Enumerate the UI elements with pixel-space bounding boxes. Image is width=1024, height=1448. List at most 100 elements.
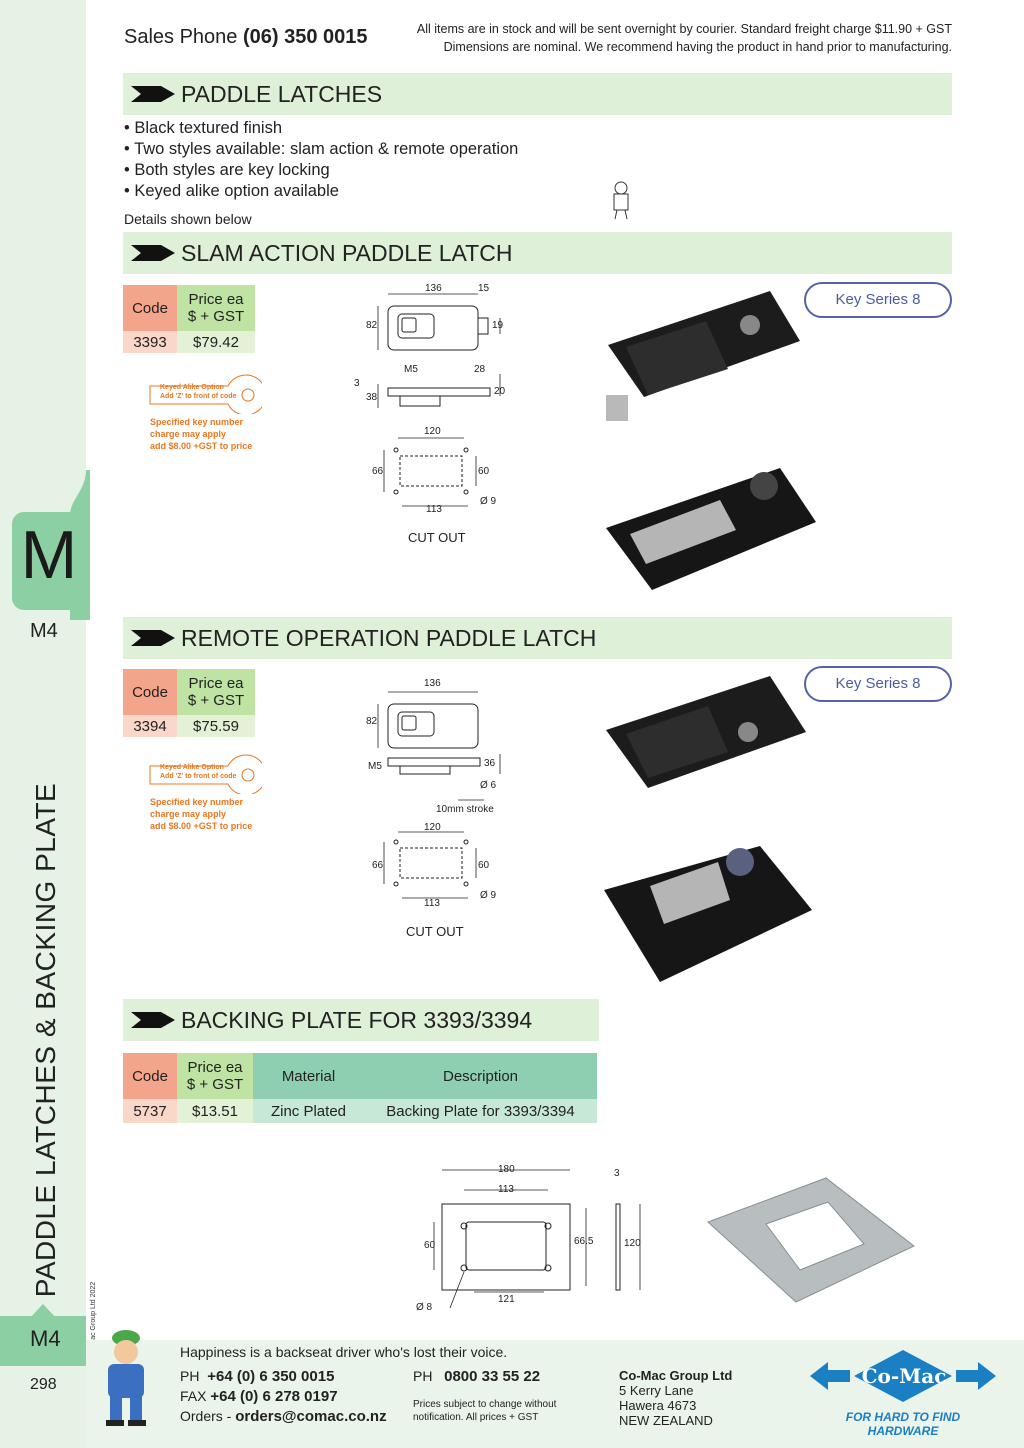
product-code: 3393	[123, 331, 177, 353]
dim-label: 82	[366, 320, 378, 331]
address: Co-Mac Group Ltd 5 Kerry Lane Hawera 467…	[619, 1368, 733, 1428]
notice-line-1: All items are in stock and will be sent …	[416, 22, 952, 36]
key-series-button[interactable]: Key Series 8	[804, 282, 952, 318]
dim-label: 66	[372, 860, 384, 871]
section-code: M4	[30, 620, 58, 642]
arrow-icon	[131, 630, 175, 646]
price-header: Price ea$ + GST	[177, 1053, 253, 1099]
dim-label: 20	[494, 386, 506, 397]
dim-label: 120	[424, 822, 441, 833]
key-icon	[149, 754, 262, 794]
dim-label: 60	[478, 466, 490, 477]
section-code-bottom: M4	[30, 1326, 61, 1351]
product-price: $13.51	[177, 1099, 253, 1123]
section-title: REMOTE OPERATION PADDLE LATCH	[181, 625, 597, 651]
sales-phone: Sales Phone (06) 350 0015	[124, 26, 368, 49]
dim-label: 3	[354, 378, 360, 389]
shipping-notice: All items are in stock and will be sent …	[380, 20, 952, 56]
logo-text: Co-Mac	[861, 1364, 947, 1388]
section-letter: M	[20, 517, 78, 593]
product-price: $79.42	[177, 331, 255, 353]
mascot-icon	[106, 1330, 146, 1426]
product-price: $75.59	[177, 715, 255, 737]
list-item: • Two styles available: slam action & re…	[124, 140, 519, 158]
orders-email[interactable]: orders@comac.co.nz	[235, 1408, 387, 1425]
details-note: Details shown below	[124, 211, 252, 227]
code-header: Code	[123, 285, 177, 331]
dim-label: M5	[404, 364, 418, 375]
dim-label: M5	[368, 761, 382, 772]
key-series-button[interactable]: Key Series 8	[804, 666, 952, 702]
description-header: Description	[364, 1053, 597, 1099]
backing-price-table: Code Price ea$ + GST Material Descriptio…	[123, 1053, 597, 1123]
comac-logo	[810, 1350, 996, 1402]
dim-label: 136	[424, 678, 441, 689]
page-number: 298	[30, 1376, 57, 1393]
product-material: Zinc Plated	[253, 1099, 364, 1123]
section-title: PADDLE LATCHES	[181, 81, 383, 107]
dim-label: Ø 9	[480, 496, 497, 507]
footer-panel	[86, 1340, 1024, 1448]
dim-label: 120	[624, 1238, 641, 1249]
dim-label: Ø 8	[416, 1302, 433, 1313]
code-header: Code	[123, 1053, 177, 1099]
dim-label: Ø 6	[480, 780, 497, 791]
slam-latch-photo	[606, 291, 800, 421]
dim-label: 113	[424, 898, 440, 909]
backing-plate-bar: BACKING PLATE FOR 3393/3394	[123, 999, 599, 1041]
dim-label: 36	[484, 758, 496, 769]
section-tab	[12, 512, 86, 610]
price-header: Price ea$ + GST	[177, 285, 255, 331]
sales-label: Sales Phone	[124, 26, 238, 48]
price-header: Price ea$ + GST	[177, 669, 255, 715]
fax-line: FAX +64 (0) 6 278 0197	[180, 1388, 338, 1405]
dim-label: 82	[366, 716, 378, 727]
logo-tagline: FOR HARD TO FIND HARDWARE	[845, 1410, 961, 1438]
section-title: SLAM ACTION PADDLE LATCH	[181, 240, 513, 266]
key-icon	[149, 374, 262, 414]
tagline: Happiness is a backseat driver who's los…	[180, 1344, 508, 1360]
dim-label: 113	[498, 1184, 514, 1195]
dim-label: Ø 9	[480, 890, 497, 901]
dim-label: 60	[478, 860, 490, 871]
phone-line: PH +64 (0) 6 350 0015	[180, 1368, 335, 1385]
remote-operation-bar: REMOTE OPERATION PADDLE LATCH	[123, 617, 952, 659]
dim-label: 28	[474, 364, 486, 375]
slam-dimension-drawing	[377, 293, 501, 507]
freephone-number[interactable]: 0800 33 55 22	[444, 1368, 541, 1385]
backing-plate-photo	[707, 1177, 915, 1303]
product-code: 3394	[123, 715, 177, 737]
mascot-small-icon	[613, 181, 629, 220]
fax-number: +64 (0) 6 278 0197	[210, 1388, 338, 1405]
dim-label: 180	[498, 1164, 515, 1175]
dim-label: 60	[424, 1240, 436, 1251]
dim-label: 120	[424, 426, 441, 437]
dim-label: 136	[425, 283, 442, 294]
dim-label: 3	[614, 1168, 620, 1179]
dim-label: 10mm stroke	[436, 804, 494, 815]
feature-list: • Black textured finish • Two styles ava…	[124, 118, 518, 202]
orders-line: Orders - orders@comac.co.nz	[180, 1408, 387, 1425]
arrow-icon	[131, 86, 175, 102]
sales-number[interactable]: (06) 350 0015	[242, 26, 368, 48]
list-item: • Both styles are key locking	[124, 161, 330, 179]
dim-label: 66	[372, 466, 384, 477]
phone-number[interactable]: +64 (0) 6 350 0015	[207, 1368, 335, 1385]
product-description: Backing Plate for 3393/3394	[364, 1099, 597, 1123]
vertical-title: PADDLE LATCHES & BACKING PLATE	[30, 782, 61, 1298]
section-title: BACKING PLATE FOR 3393/3394	[181, 1007, 533, 1033]
side-panel	[0, 0, 86, 1448]
code-header: Code	[123, 669, 177, 715]
dim-label: 38	[366, 392, 378, 403]
slam-price-table: Code Price ea$ + GST 3393 $79.42	[123, 285, 255, 353]
list-item: • Black textured finish	[124, 119, 283, 137]
arrow-icon	[131, 245, 175, 261]
product-code: 5737	[123, 1099, 177, 1123]
arrow-icon	[131, 1012, 175, 1028]
section-code-bottom-bg	[0, 1316, 86, 1366]
